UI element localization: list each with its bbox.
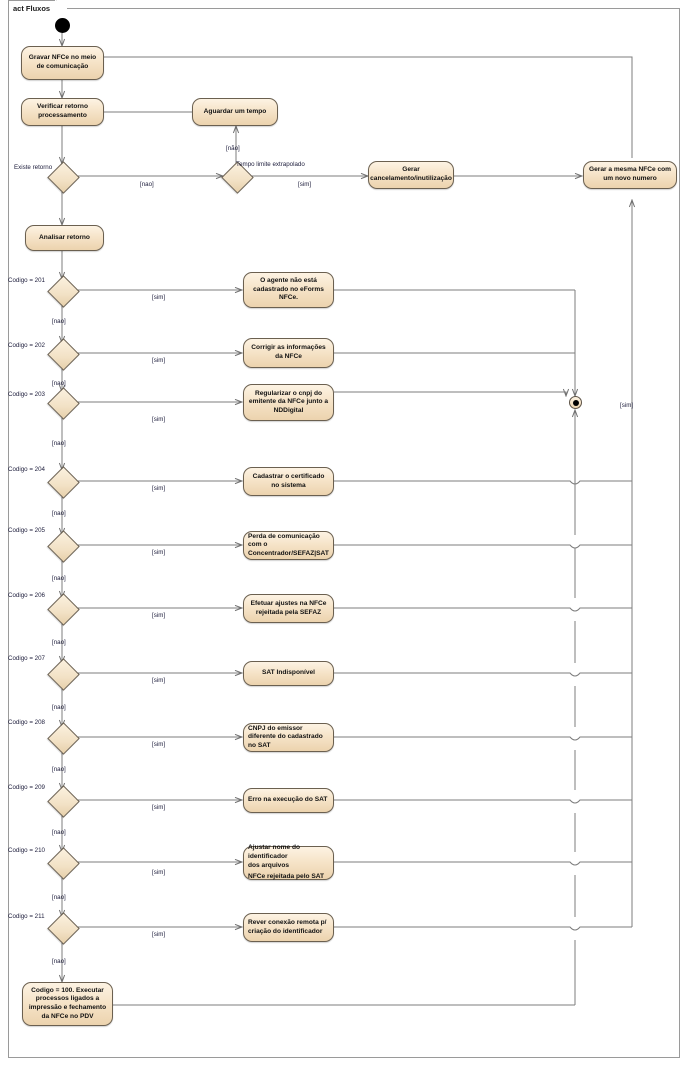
- action-label: Erro na execução do SAT: [248, 796, 328, 804]
- edge-label-209-sim: [sim]: [152, 804, 166, 811]
- action-gerar-cancelamento[interactable]: Gerar cancelamento/inutilização: [368, 161, 454, 189]
- action-label: Perda de comunicação com o Concentrador/…: [248, 532, 329, 557]
- action-label: Gravar NFCe no meio de comunicação: [28, 54, 97, 70]
- action-label-line2: dos arquivos: [248, 861, 290, 869]
- action-verificar-retorno[interactable]: Verificar retorno processamento: [21, 98, 104, 126]
- edge-label-207-nao: [nao]: [52, 704, 66, 711]
- guard-label-codigo-205: Codigo = 205: [8, 527, 45, 534]
- edge-label-tempo-sim: [sim]: [298, 181, 312, 188]
- frame-tab-label: act Fluxos: [8, 0, 68, 16]
- edge-label-201-nao: [nao]: [52, 318, 66, 325]
- action-label: Gerar cancelamento/inutilização: [370, 166, 452, 182]
- action-204-cadastrar-certificado[interactable]: Cadastrar o certificado no sistema: [243, 467, 334, 496]
- guard-label-codigo-203: Codigo = 203: [8, 391, 45, 398]
- edge-label-204-nao: [nao]: [52, 510, 66, 517]
- edge-label-203-nao: [nao]: [52, 440, 66, 447]
- edge-label-206-nao: [nao]: [52, 639, 66, 646]
- action-211-rever-conexao-remota[interactable]: Rever conexão remota p/ criação do ident…: [243, 913, 334, 942]
- action-label: O agente não está cadastrado no eForms N…: [253, 277, 324, 302]
- guard-label-codigo-208: Codigo = 208: [8, 719, 45, 726]
- action-label: Regularizar o cnpj do emitente da NFCe j…: [248, 389, 329, 414]
- action-label: CNPJ do emissor diferente do cadastrado …: [248, 724, 323, 749]
- guard-label-codigo-201: Codigo = 201: [8, 277, 45, 284]
- action-label: Cadastrar o certificado no sistema: [252, 472, 325, 489]
- action-208-cnpj-emissor-diferente[interactable]: CNPJ do emissor diferente do cadastrado …: [243, 723, 334, 752]
- guard-label-codigo-202: Codigo = 202: [8, 342, 45, 349]
- action-209-erro-execucao-sat[interactable]: Erro na execução do SAT: [243, 788, 334, 813]
- action-label: Rever conexão remota p/ criação do ident…: [248, 918, 327, 935]
- edge-label-tempo-nao: [não]: [226, 145, 240, 152]
- edge-label-211-nao: [nao]: [52, 958, 66, 965]
- action-207-sat-indisponivel[interactable]: SAT Indisponível: [243, 661, 334, 686]
- edge-label-207-sim: [sim]: [152, 677, 166, 684]
- action-206-efetuar-ajustes[interactable]: Efetuar ajustes na NFCe rejeitada pela S…: [243, 594, 334, 623]
- action-label-line3: NFCe rejeitada pelo SAT: [248, 873, 325, 881]
- action-label: Codigo = 100. Executar processos ligados…: [28, 986, 107, 1020]
- edge-label-206-sim: [sim]: [152, 612, 166, 619]
- action-label: Analisar retorno: [39, 233, 90, 241]
- edge-label-205-sim: [sim]: [152, 549, 166, 556]
- edge-label-204-sim: [sim]: [152, 485, 166, 492]
- guard-label-codigo-207: Codigo = 207: [8, 655, 45, 662]
- edge-label-208-sim: [sim]: [152, 741, 166, 748]
- action-label-line1: Ajustar nome do identificador: [248, 844, 301, 860]
- guard-label-tempo-limite: Tempo limite extrapolado: [236, 161, 305, 168]
- edge-label-201-sim: [sim]: [152, 294, 166, 301]
- edge-label-203-sim: [sim]: [152, 416, 166, 423]
- edge-label-existe-nao: [nao]: [140, 181, 154, 188]
- guard-label-codigo-211: Codigo = 211: [8, 913, 45, 920]
- guard-label-codigo-209: Codigo = 209: [8, 784, 45, 791]
- action-203-regularizar-cnpj[interactable]: Regularizar o cnpj do emitente da NFCe j…: [243, 384, 334, 421]
- action-210-ajustar-nome-identificador[interactable]: Ajustar nome do identificador dos arquiv…: [243, 844, 334, 881]
- action-100-executar-processos[interactable]: Codigo = 100. Executar processos ligados…: [22, 982, 113, 1026]
- edge-label-202-nao: [nao]: [52, 380, 66, 387]
- action-205-perda-comunicacao[interactable]: Perda de comunicação com o Concentrador/…: [243, 531, 334, 560]
- action-aguardar-um-tempo[interactable]: Aguardar um tempo: [192, 98, 278, 126]
- guard-label-existe-retorno: Existe retorno: [14, 164, 53, 171]
- edge-label-208-nao: [nao]: [52, 766, 66, 773]
- edge-label-right-rail-sim: [sim]: [620, 402, 634, 409]
- action-analisar-retorno[interactable]: Analisar retorno: [25, 225, 104, 251]
- edge-label-209-nao: [nao]: [52, 829, 66, 836]
- action-201-agente-nao-cadastrado[interactable]: O agente não está cadastrado no eForms N…: [243, 272, 334, 308]
- edge-label-211-sim: [sim]: [152, 931, 166, 938]
- action-label: SAT Indisponível: [262, 669, 315, 677]
- action-label: Gerar a mesma NFCe com um novo numero: [588, 166, 672, 182]
- action-label: Verificar retorno processamento: [37, 103, 88, 119]
- action-label: Aguardar um tempo: [203, 107, 267, 115]
- edge-label-202-sim: [sim]: [152, 357, 166, 364]
- edge-label-210-nao: [nao]: [52, 894, 66, 901]
- action-label: Corrigir as informações da NFCe: [251, 344, 326, 360]
- edge-label-205-nao: [nao]: [52, 575, 66, 582]
- edge-label-210-sim: [sim]: [152, 869, 166, 876]
- guard-label-codigo-210: Codigo = 210: [8, 847, 45, 854]
- activity-final-node: [569, 396, 582, 409]
- diagram-frame: [8, 8, 680, 1058]
- action-label: Efetuar ajustes na NFCe rejeitada pela S…: [250, 599, 327, 616]
- guard-label-codigo-204: Codigo = 204: [8, 466, 45, 473]
- action-gerar-mesma-nfce[interactable]: Gerar a mesma NFCe com um novo numero: [583, 161, 677, 189]
- action-gravar-nfce[interactable]: Gravar NFCe no meio de comunicação: [21, 46, 104, 80]
- initial-node: [55, 18, 70, 33]
- action-202-corrigir-informacoes[interactable]: Corrigir as informações da NFCe: [243, 338, 334, 368]
- guard-label-codigo-206: Codigo = 206: [8, 592, 45, 599]
